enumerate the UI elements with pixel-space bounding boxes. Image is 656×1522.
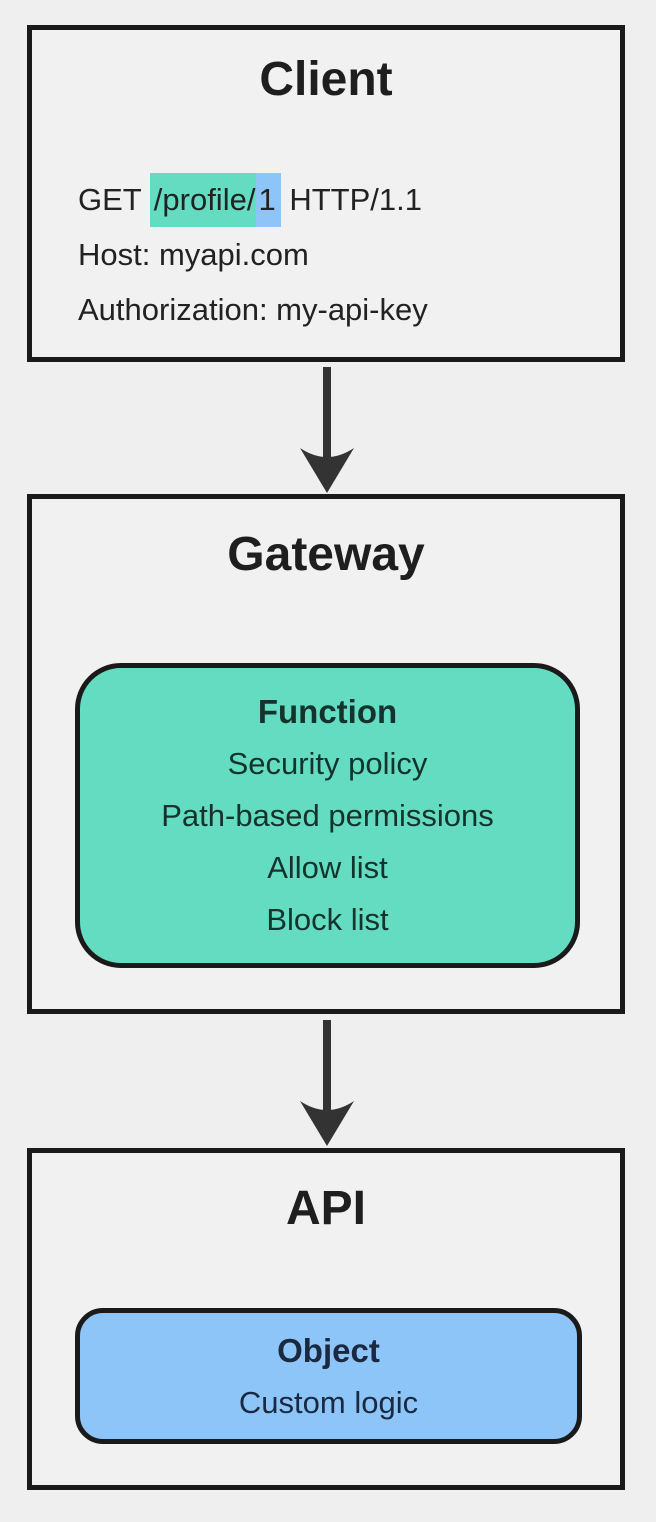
object-title: Object	[277, 1332, 380, 1369]
client-box: Client GET /profile/1 HTTP/1.1 Host: mya…	[27, 25, 625, 362]
gateway-title: Gateway	[227, 528, 425, 581]
function-box: Function Security policy Path-based perm…	[75, 663, 580, 968]
api-title: API	[285, 1182, 366, 1235]
api-box: API Object Custom logic	[27, 1148, 625, 1490]
function-item: Security policy	[227, 746, 428, 781]
object-box: Object Custom logic	[75, 1308, 582, 1444]
function-item: Path-based permissions	[161, 798, 494, 833]
client-title: Client	[259, 53, 393, 106]
request-line: GET /profile/1 HTTP/1.1	[78, 172, 428, 227]
function-item: Allow list	[267, 850, 388, 885]
function-title: Function	[257, 693, 398, 730]
arrow-down-icon	[300, 367, 354, 493]
gateway-box: Gateway Function Security policy Path-ba…	[27, 494, 625, 1014]
function-item: Block list	[266, 902, 389, 937]
request-method: GET	[78, 182, 150, 217]
request-id-highlight: 1	[256, 173, 281, 227]
request-protocol: HTTP/1.1	[280, 182, 422, 217]
object-item: Custom logic	[238, 1385, 419, 1420]
host-line: Host: myapi.com	[78, 237, 309, 272]
request-path-highlight: /profile/	[149, 173, 257, 227]
http-request-block: GET /profile/1 HTTP/1.1 Host: myapi.com …	[78, 172, 428, 337]
authorization-line: Authorization: my-api-key	[78, 292, 428, 327]
arrow-down-icon	[300, 1020, 354, 1146]
